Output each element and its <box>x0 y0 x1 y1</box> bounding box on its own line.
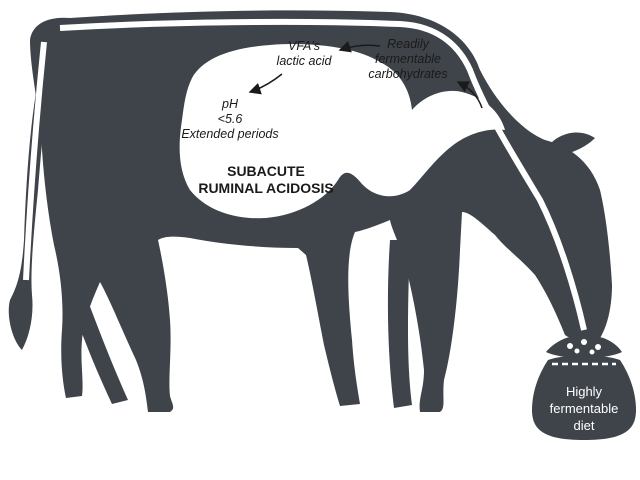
arrow-carbohydrates-to-vfa <box>338 40 381 53</box>
source-label-line2: fermentable <box>375 52 441 66</box>
condition-label-line1: SUBACUTE <box>227 163 305 179</box>
ph-label-line3: Extended periods <box>181 127 278 141</box>
grain-dot <box>595 344 601 350</box>
cow-hind-leg-left <box>70 280 128 404</box>
product-label-line2: lactic acid <box>277 54 333 68</box>
grain-dot <box>574 348 580 354</box>
source-label-line1: Readily <box>387 37 429 51</box>
grain-dot <box>589 349 595 355</box>
feed-sack-top <box>546 335 622 358</box>
grain-dot <box>581 339 587 345</box>
sack-label-line3: diet <box>574 418 595 433</box>
sack-label-line1: Highly <box>566 384 603 399</box>
product-label-line1: VFA's <box>288 39 320 53</box>
arrow-diet-to-carbohydrates <box>456 81 483 109</box>
grain-dot <box>567 343 573 349</box>
condition-label-line2: RUMINAL ACIDOSIS <box>198 180 333 196</box>
cow-ear <box>548 132 595 156</box>
spine-highlight <box>23 18 587 331</box>
arrow-vfa-to-ph <box>248 73 283 95</box>
feed-sack: Highly fermentable diet <box>532 335 636 440</box>
ph-label-line1: pH <box>221 97 239 111</box>
cow-udder <box>114 238 152 273</box>
source-label-line3: carbohydrates <box>368 67 447 81</box>
cow-front-leg-left <box>387 240 412 408</box>
feed-sack-bag <box>532 355 636 440</box>
ph-label-line2: <5.6 <box>218 112 243 126</box>
sack-label-line2: fermentable <box>550 401 619 416</box>
